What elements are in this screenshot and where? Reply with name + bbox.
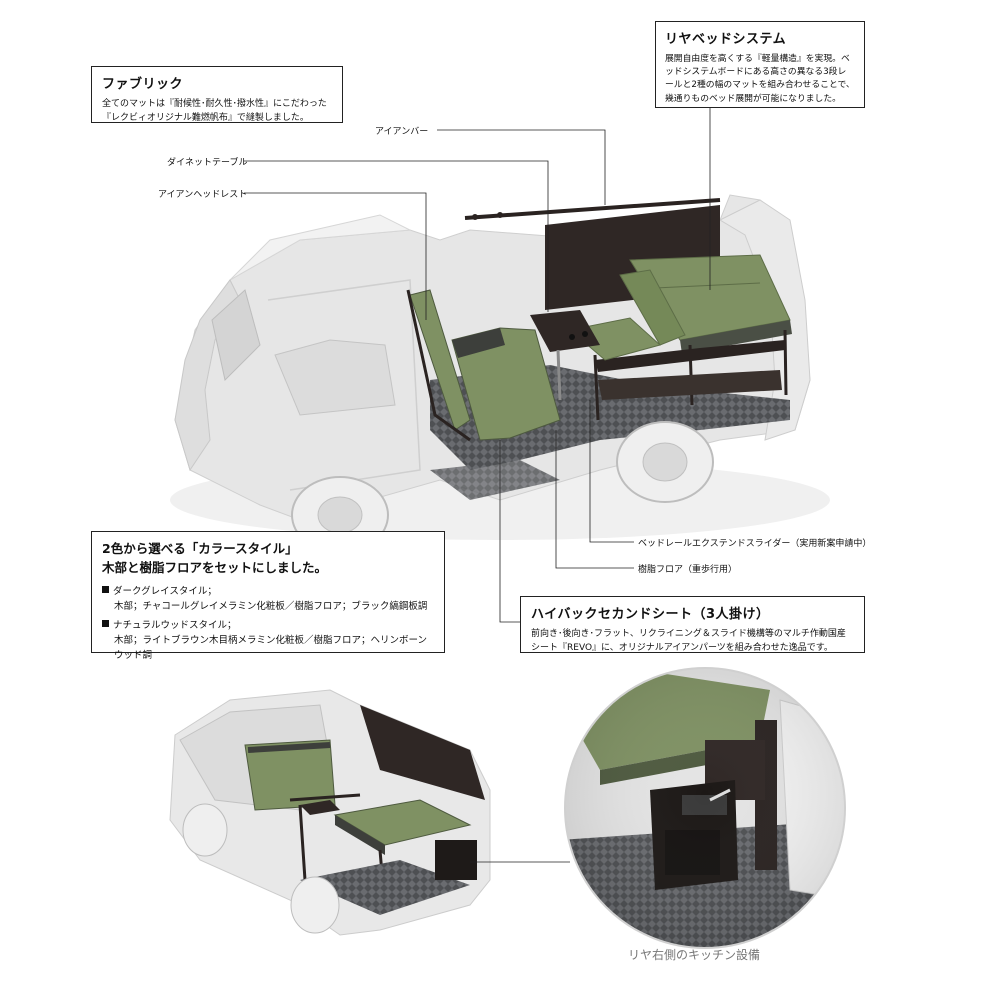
label-iron-headrest: アイアンヘッドレスト bbox=[158, 190, 248, 200]
fabric-callout: ファブリック 全てのマットは『耐候性･耐久性･撥水性』にこだわった『レクビィオリ… bbox=[91, 66, 343, 123]
rear-bed-callout: リヤベッドシステム 展開自由度を高くする『軽量構造』を実現。ベッドシステムボード… bbox=[655, 21, 865, 108]
rear-bed-text: 展開自由度を高くする『軽量構造』を実現。ベッドシステムボードにある高さの異なる3… bbox=[665, 54, 855, 104]
color-style-title-line2: 木部と樹脂フロアをセットにしました。 bbox=[102, 559, 328, 575]
second-seat-text: 前向き･後向き･フラット、リクライニング＆スライド機構等のマルチ作動国産シート『… bbox=[531, 629, 846, 653]
dark-grey-style-name: ダークグレイスタイル； bbox=[113, 585, 217, 597]
leader-lines bbox=[244, 108, 711, 623]
fabric-title: ファブリック bbox=[102, 77, 184, 92]
second-seat-title: ハイバックセカンドシート（3人掛け） bbox=[531, 607, 770, 622]
dark-grey-style-desc: 木部；チャコールグレイメラミン化粧板／樹脂フロア；ブラック縞鋼板調 bbox=[114, 600, 428, 612]
rear-van-illustration bbox=[169, 689, 570, 936]
natural-wood-style-desc: 木部；ライトブラウン木目柄メラミン化粧板／樹脂フロア；ヘリンボーンウッド調 bbox=[114, 635, 428, 662]
rear-bed-title: リヤベッドシステム bbox=[665, 32, 787, 47]
fabric-text: 全てのマットは『耐候性･耐久性･撥水性』にこだわった『レクビィオリジナル難燃帆布… bbox=[102, 99, 327, 123]
color-style-title-line1: 2色から選べる「カラースタイル」 bbox=[102, 541, 298, 556]
second-seat-callout: ハイバックセカンドシート（3人掛け） 前向き･後向き･フラット、リクライニング＆… bbox=[520, 596, 865, 653]
main-van-illustration bbox=[170, 194, 830, 554]
color-style-callout: 2色から選べる「カラースタイル」 木部と樹脂フロアをセットにしました。 ダークグ… bbox=[91, 531, 445, 661]
dark-grey-style-item: ダークグレイスタイル； bbox=[102, 584, 434, 599]
natural-wood-style-item: ナチュラルウッドスタイル； bbox=[102, 618, 434, 633]
bullet-square-icon bbox=[102, 585, 109, 593]
label-resin-floor: 樹脂フロア（重歩行用） bbox=[638, 565, 738, 575]
label-bed-rail-slider: ベッドレールエクステンドスライダー（実用新案申請中） bbox=[638, 539, 872, 549]
bullet-square-icon bbox=[102, 619, 109, 627]
natural-wood-style-name: ナチュラルウッドスタイル； bbox=[113, 619, 237, 631]
label-dinette-table: ダイネットテーブル bbox=[167, 158, 248, 168]
kitchen-caption: リヤ右側のキッチン設備 bbox=[628, 948, 761, 962]
label-iron-bar: アイアンバー bbox=[375, 127, 429, 137]
kitchen-closeup-illustration bbox=[564, 667, 846, 949]
